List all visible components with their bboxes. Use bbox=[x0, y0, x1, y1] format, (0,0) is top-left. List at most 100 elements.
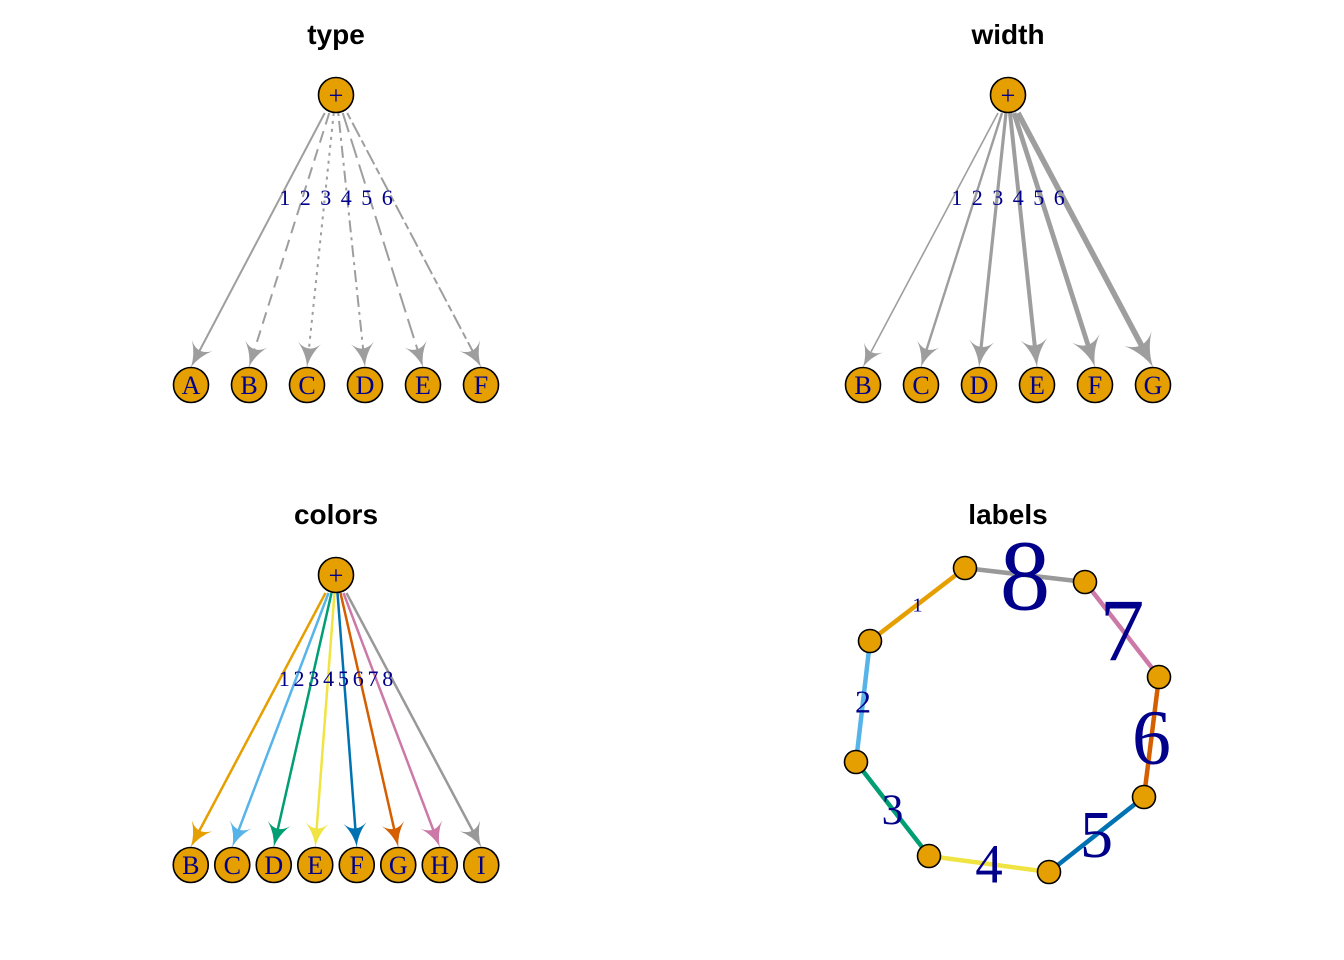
leaf-node-E: E bbox=[296, 846, 334, 884]
leaf-node-B: B bbox=[230, 366, 268, 404]
edge-5 bbox=[341, 112, 420, 353]
edge-label-3: 3 bbox=[308, 666, 319, 691]
edge-2 bbox=[252, 112, 331, 353]
leaf-node-E-label: E bbox=[1029, 371, 1045, 400]
leaf-node-D-label: D bbox=[356, 371, 375, 400]
ring-node-8 bbox=[1072, 569, 1098, 595]
root-node-circle bbox=[317, 76, 355, 114]
edge-1 bbox=[197, 592, 327, 833]
root-node-label: + bbox=[329, 561, 344, 590]
root-node-label: + bbox=[329, 81, 344, 110]
edge-2 bbox=[236, 592, 330, 833]
leaf-node-D: D bbox=[255, 846, 293, 884]
edge-3 bbox=[307, 112, 335, 352]
edge-label-2: 2 bbox=[294, 666, 305, 691]
leaf-node-C: C bbox=[288, 366, 326, 404]
edge-4 bbox=[337, 112, 365, 352]
edge-label-1: 1 bbox=[279, 666, 290, 691]
leaf-node-F: F bbox=[462, 366, 500, 404]
leaf-node-G-label: G bbox=[389, 851, 408, 880]
leaf-node-F-circle bbox=[1076, 366, 1114, 404]
edge-6 bbox=[339, 592, 397, 833]
edge-arrowhead-5 bbox=[1072, 334, 1100, 367]
leaf-node-F-label: F bbox=[474, 371, 488, 400]
root-node: + bbox=[989, 76, 1027, 114]
edge-label-2: 2 bbox=[300, 185, 311, 210]
edge-arrowhead-5 bbox=[343, 822, 367, 847]
ring-edge-3 bbox=[854, 760, 931, 858]
leaf-node-D-circle bbox=[255, 846, 293, 884]
ring-edge-label-8: 8 bbox=[1000, 519, 1051, 631]
edge-arrowhead-8 bbox=[459, 820, 482, 847]
edge-label-4: 4 bbox=[341, 185, 352, 210]
edge-3 bbox=[275, 592, 333, 833]
leaf-node-B: B bbox=[844, 366, 882, 404]
ring-edge-6 bbox=[1141, 676, 1162, 798]
leaf-node-A: A bbox=[172, 366, 210, 404]
edge-arrowhead-6 bbox=[1124, 331, 1153, 367]
leaf-node-C-circle bbox=[213, 846, 251, 884]
ring-node-5 bbox=[1036, 859, 1062, 885]
leaf-node-D-circle bbox=[346, 366, 384, 404]
leaf-node-D: D bbox=[346, 366, 384, 404]
panel-title-colors: colors bbox=[294, 499, 378, 530]
leaf-node-F-circle bbox=[462, 366, 500, 404]
panel-title-labels: labels bbox=[968, 499, 1047, 530]
ring-edge-label-4: 4 bbox=[975, 834, 1003, 895]
edge-label-5: 5 bbox=[1033, 185, 1044, 210]
edges bbox=[191, 112, 481, 367]
leaf-node-B-label: B bbox=[240, 371, 257, 400]
root-node-circle bbox=[989, 76, 1027, 114]
root-node-circle bbox=[317, 556, 355, 594]
edge-arrowhead-4 bbox=[351, 341, 374, 367]
leaf-node-B: B bbox=[172, 846, 210, 884]
edge-arrowhead-2 bbox=[229, 820, 252, 847]
leaf-node-G-circle bbox=[1134, 366, 1172, 404]
ring-edge-label-7: 7 bbox=[1100, 581, 1145, 680]
edge-arrowhead-1 bbox=[190, 820, 213, 847]
edges bbox=[863, 111, 1153, 367]
edge-arrowhead-6 bbox=[381, 821, 405, 847]
edge-arrowhead-3 bbox=[969, 339, 995, 367]
edge-1 bbox=[198, 112, 326, 353]
edge-5 bbox=[336, 592, 357, 832]
ring-node-2 bbox=[857, 628, 883, 654]
ring-edge-label-6: 6 bbox=[1132, 694, 1171, 781]
leaf-node-F-label: F bbox=[1088, 371, 1102, 400]
edge-arrowhead-1 bbox=[191, 340, 213, 367]
leaf-node-C: C bbox=[902, 366, 940, 404]
edge-label-2: 2 bbox=[972, 185, 983, 210]
ring-edge-1 bbox=[868, 566, 967, 643]
edge-arrowhead-6 bbox=[459, 340, 481, 367]
edge-arrowhead-1 bbox=[863, 342, 883, 367]
leaf-node-I-circle bbox=[462, 846, 500, 884]
leaf-node-G-label: G bbox=[1144, 371, 1163, 400]
leaf-node-G: G bbox=[379, 846, 417, 884]
edge-label-3: 3 bbox=[320, 185, 331, 210]
ring-edge-8 bbox=[964, 565, 1086, 585]
leaf-node-D-circle bbox=[960, 366, 998, 404]
leaf-node-F: F bbox=[1076, 366, 1114, 404]
edge-6 bbox=[346, 112, 474, 353]
edge-label-4: 4 bbox=[1013, 185, 1024, 210]
edge-label-1: 1 bbox=[951, 185, 962, 210]
edge-arrowhead-7 bbox=[420, 820, 443, 847]
ring-edge-4 bbox=[928, 853, 1050, 875]
edge-label-3: 3 bbox=[992, 185, 1003, 210]
leaf-node-D-label: D bbox=[264, 851, 283, 880]
leaf-node-F: F bbox=[338, 846, 376, 884]
edge-8 bbox=[345, 592, 475, 833]
leaf-node-B-label: B bbox=[182, 851, 199, 880]
leaf-node-E-label: E bbox=[307, 851, 323, 880]
leaf-node-D: D bbox=[960, 366, 998, 404]
root-node: + bbox=[317, 76, 355, 114]
edges bbox=[190, 592, 482, 847]
edge-3 bbox=[979, 112, 1008, 352]
leaf-node-B-label: B bbox=[854, 371, 871, 400]
leaf-node-C-circle bbox=[902, 366, 940, 404]
